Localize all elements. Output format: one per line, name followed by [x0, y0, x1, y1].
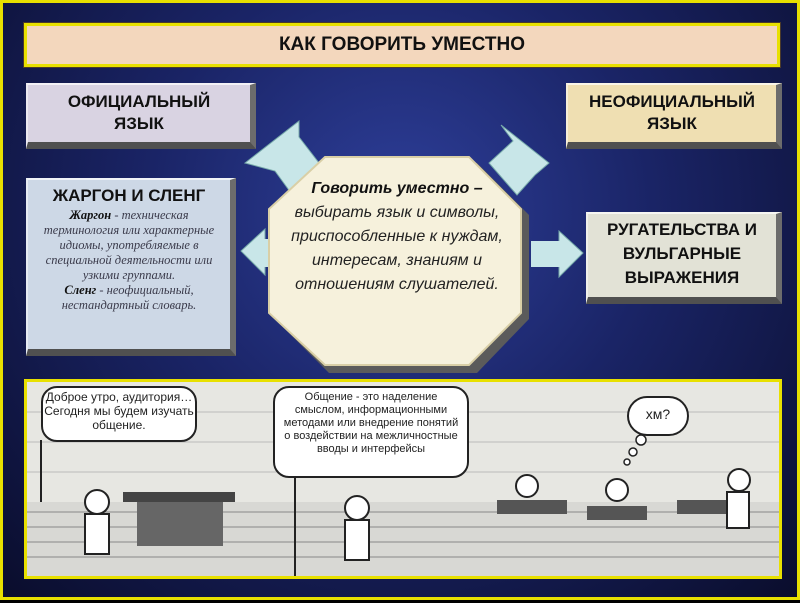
- swearing-box: РУГАТЕЛЬСТВА И ВУЛЬГАРНЫЕ ВЫРАЖЕНИЯ: [586, 212, 782, 304]
- official-line1: ОФИЦИАЛЬНЫЙ: [67, 92, 211, 111]
- swear-line2: ВУЛЬГАРНЫЕ: [622, 244, 742, 263]
- swear-line3: ВЫРАЖЕНИЯ: [624, 268, 740, 287]
- central-definition: Говорить уместно – выбирать язык и симво…: [263, 153, 531, 375]
- arrow-to-swear: [558, 229, 584, 279]
- central-text: Говорить уместно – выбирать язык и симво…: [289, 177, 505, 297]
- central-lead: Говорить уместно –: [311, 180, 483, 197]
- swear-line1: РУГАТЕЛЬСТВА И: [606, 220, 758, 239]
- official-language-box: ОФИЦИАЛЬНЫЙ ЯЗЫК: [26, 83, 256, 149]
- official-line2: ЯЗЫК: [114, 114, 164, 133]
- central-octagon: [268, 156, 529, 373]
- unofficial-line1: НЕОФИЦИАЛЬНЫЙ: [589, 92, 755, 111]
- jargon-heading: ЖАРГОН И СЛЕНГ: [52, 186, 206, 205]
- slang-term: Сленг: [64, 283, 97, 297]
- unofficial-line2: ЯЗЫК: [647, 114, 697, 133]
- jargon-definition: - техническая терминология или характерн…: [43, 208, 215, 282]
- central-rest: выбирать язык и символы, приспособленные…: [291, 204, 503, 293]
- comic-strip: Доброе утро, аудитория… Сегодня мы будем…: [24, 379, 782, 579]
- jargon-body: Жаргон - техническая терминология или ха…: [28, 208, 230, 313]
- slang-definition: - неофициальный, нестандартный словарь.: [61, 283, 197, 312]
- arrow-to-unofficial: [488, 124, 550, 196]
- jargon-slang-box: ЖАРГОН И СЛЕНГ Жаргон - техническая терм…: [26, 178, 236, 356]
- speech-bubble-2: Общение - это наделение смыслом, информа…: [273, 386, 469, 478]
- page-title-text: КАК ГОВОРИТЬ УМЕСТНО: [278, 34, 526, 55]
- arrow-to-swear-shaft: [531, 241, 561, 267]
- unofficial-language-box: НЕОФИЦИАЛЬНЫЙ ЯЗЫК: [566, 83, 782, 149]
- page-title: КАК ГОВОРИТЬ УМЕСТНО: [23, 22, 781, 68]
- jargon-term: Жаргон: [69, 208, 112, 222]
- arrows-layer: [240, 119, 584, 279]
- thought-bubble: хм?: [627, 396, 689, 436]
- speech-bubble-1: Доброе утро, аудитория… Сегодня мы будем…: [41, 386, 197, 442]
